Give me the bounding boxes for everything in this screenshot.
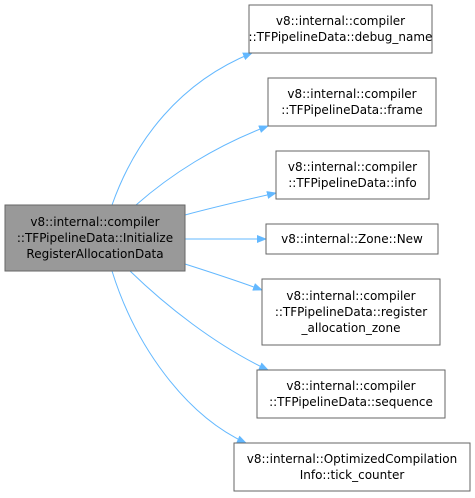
callee-node[interactable]: v8::internal::compiler::TFPipelineData::… [261, 278, 441, 346]
callee-node-box[interactable] [256, 369, 446, 419]
callee-node-label-line: v8::internal::Zone::New [281, 232, 423, 246]
source-node-label-line: v8::internal::compiler [30, 215, 159, 229]
call-edge-arrow [129, 270, 269, 371]
callee-node-box[interactable] [267, 77, 437, 127]
source-node-label-line: RegisterAllocationData [26, 247, 163, 261]
callee-node[interactable]: v8::internal::OptimizedCompilationInfo::… [233, 442, 471, 492]
callee-node[interactable]: v8::internal::compiler::TFPipelineData::… [267, 77, 437, 127]
callee-node-label-line: ::TFPipelineData::sequence [269, 395, 433, 409]
source-node[interactable]: v8::internal::compiler::TFPipelineData::… [4, 204, 186, 272]
callee-node[interactable]: v8::internal::compiler::TFPipelineData::… [248, 4, 433, 54]
callee-node[interactable]: v8::internal::compiler::TFPipelineData::… [275, 150, 430, 200]
callee-node-box[interactable] [265, 223, 439, 255]
callee-node-label-line: v8::internal::compiler [286, 379, 415, 393]
callee-node-label-line: v8::internal::compiler [287, 87, 416, 101]
callee-node-box[interactable] [261, 278, 441, 346]
source-node-box[interactable] [4, 204, 186, 272]
callee-node-label-line: ::TFPipelineData::debug_name [249, 30, 433, 44]
callee-node-label-line: v8::internal::compiler [286, 289, 415, 303]
callee-node[interactable]: v8::internal::Zone::New [265, 223, 439, 255]
call-edge-arrow [184, 191, 277, 216]
callee-node-label-line: ::TFPipelineData::frame [281, 103, 423, 117]
callee-node-box[interactable] [248, 4, 433, 54]
callee-node-label-line: v8::internal::compiler [288, 160, 417, 174]
edges-layer [111, 52, 277, 444]
callee-node-label-line: Info::tick_counter [300, 468, 405, 482]
callee-node-label-line: v8::internal::OptimizedCompilation [247, 452, 457, 466]
callee-node-label-line: _allocation_zone [301, 321, 401, 335]
callee-node-box[interactable] [275, 150, 430, 200]
nodes-layer: v8::internal::compiler::TFPipelineData::… [4, 4, 471, 492]
callee-node-label-line: v8::internal::compiler [276, 14, 405, 28]
call-edge-arrow [135, 125, 269, 206]
callee-node-label-line: ::TFPipelineData::register [275, 305, 427, 319]
source-node-label-line: ::TFPipelineData::Initialize [17, 231, 173, 245]
callee-node-box[interactable] [233, 442, 471, 492]
call-edge-arrow [111, 52, 253, 206]
call-edge-arrow [111, 270, 247, 444]
callee-node[interactable]: v8::internal::compiler::TFPipelineData::… [256, 369, 446, 419]
callee-node-label-line: ::TFPipelineData::info [288, 176, 417, 190]
call-edge-arrow [184, 263, 263, 291]
